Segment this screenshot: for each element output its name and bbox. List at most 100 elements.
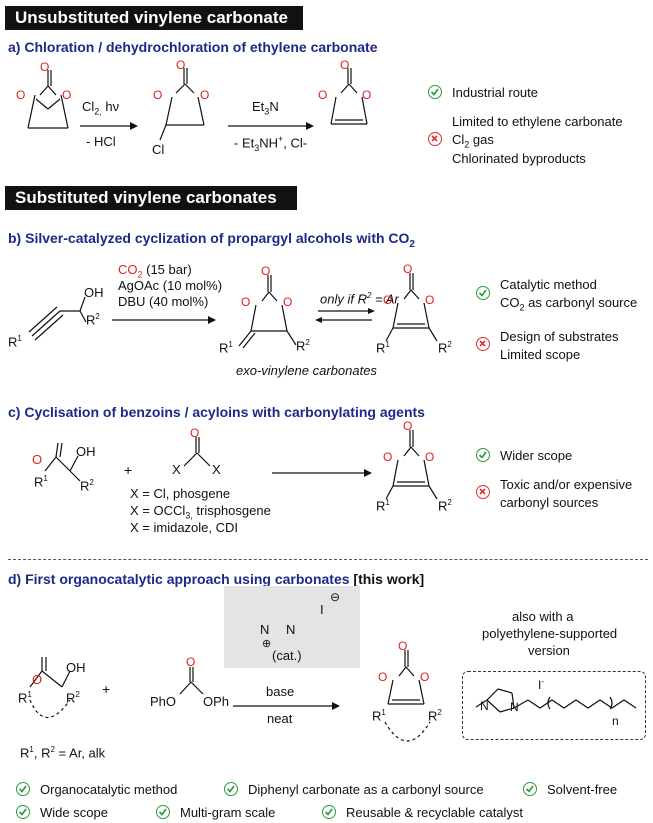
carbonyl-o-label-d2: O <box>186 655 196 669</box>
condition-co2: CO2 (15 bar) <box>118 262 192 280</box>
ring-o-left-b2: O <box>383 293 393 307</box>
step1-conditions-bottom: - HCl <box>86 134 116 149</box>
step2-conditions-top: Et3N <box>252 99 279 117</box>
neat-label: neat <box>267 711 293 726</box>
oh-label-c: OH <box>76 444 96 459</box>
ring-o-right-c: O <box>425 450 435 464</box>
ring-o-left-b: O <box>241 295 251 309</box>
carbonyl-o-label-2: O <box>176 58 186 72</box>
r2-label-c3: R2 <box>438 498 452 514</box>
iodide-label: I <box>320 602 324 617</box>
ring-o-right-label-2: O <box>200 88 210 102</box>
pe-note-1: also with a <box>512 609 574 624</box>
check-icon <box>428 85 442 99</box>
con-a-3: Chlorinated byproducts <box>452 151 586 166</box>
substituted-vinylene-carbonate-structure <box>385 273 438 342</box>
carbonyl-o-label-c2: O <box>190 426 200 440</box>
carbonyl-o-label-c3: O <box>403 419 413 433</box>
ring-o-left-d: O <box>378 670 388 684</box>
vinylene-carbonate-structure <box>330 68 368 125</box>
n-left-label: N <box>260 622 270 637</box>
ring-o-right-label-3: O <box>362 88 372 102</box>
carbonyl-o-label-d3: O <box>398 639 408 653</box>
check-icon <box>476 448 490 462</box>
x-right-label: X <box>212 462 221 477</box>
pe-n-subscript: n <box>612 714 619 728</box>
check-icon <box>224 782 238 796</box>
r1-label-c3: R1 <box>376 498 390 514</box>
r1-label-d3: R1 <box>372 708 386 724</box>
check-icon <box>16 805 30 819</box>
pho-label: PhO <box>150 694 177 709</box>
ring-o-right-label: O <box>62 88 72 102</box>
minus-charge-icon: ⊖ <box>330 590 341 604</box>
n-right-label: N <box>286 622 296 637</box>
pe-n-left: N <box>480 699 489 713</box>
feature-4: Wide scope <box>40 805 108 820</box>
chloroethylene-carbonate-structure <box>159 68 205 141</box>
check-icon <box>16 782 30 796</box>
oh-label-d: OH <box>66 660 86 675</box>
oph-label: OPh <box>203 694 230 709</box>
pe-note-3: version <box>528 643 570 658</box>
pe-note-2: polyethylene-supported <box>482 626 618 641</box>
plus-d: + <box>102 681 111 697</box>
r2-label-b: R2 <box>296 338 310 354</box>
cross-icon <box>476 485 490 499</box>
carbonyl-o-label-b: O <box>261 264 271 278</box>
con-a-2: Cl2 gas <box>452 132 494 150</box>
check-icon <box>156 805 170 819</box>
exo-vinylene-carbonate-structure <box>238 275 297 349</box>
base-label: base <box>266 684 295 699</box>
con-a-1: Limited to ethylene carbonate <box>452 114 623 129</box>
r1-label-d: R1 <box>18 690 32 706</box>
section-a-heading: a) Chloration / dehydrochloration of eth… <box>8 39 378 55</box>
pe-supported-catalyst-structure <box>475 688 637 713</box>
section-divider <box>8 559 648 560</box>
pro-b-2: CO2 as carbonyl source <box>500 295 638 313</box>
cross-icon <box>428 132 442 146</box>
product-c-structure <box>385 430 438 500</box>
propargyl-alcohol-structure <box>28 296 87 341</box>
catalyst-box <box>224 586 360 668</box>
r1-label-b: R1 <box>219 340 233 356</box>
r1-label-b2: R1 <box>376 340 390 356</box>
r2-label-c: R2 <box>80 478 94 494</box>
r2-label-b2: R2 <box>438 340 452 356</box>
oh-label: OH <box>84 285 104 300</box>
acyloin-structure <box>44 442 81 482</box>
pro-a-1: Industrial route <box>452 85 538 100</box>
cross-icon <box>476 337 490 351</box>
ring-o-right-d: O <box>420 670 430 684</box>
carbonyl-o-label-c: O <box>32 452 43 467</box>
pe-n-right: N <box>510 700 519 714</box>
ring-o-right-b: O <box>283 295 293 309</box>
banner-substituted: Substituted vinylene carbonates <box>5 186 297 210</box>
r2-label: R2 <box>86 312 100 328</box>
section-d-heading: d) First organocatalytic approach using … <box>8 571 425 587</box>
con-c-2: carbonyl sources <box>500 495 599 510</box>
carbonyl-o-label: O <box>40 60 50 74</box>
x-option-2: X = OCCl3, trisphosgene <box>130 503 271 521</box>
r1-label: R1 <box>8 334 22 350</box>
condition-dbu: DBU (40 mol%) <box>118 294 209 309</box>
section-b-heading: b) Silver-catalyzed cyclization of propa… <box>8 230 415 250</box>
con-b-2: Limited scope <box>500 347 581 362</box>
catalyst-label: (cat.) <box>272 648 302 663</box>
ring-o-right-b2: O <box>425 293 435 307</box>
banner-unsubstituted: Unsubstituted vinylene carbonate <box>5 6 303 30</box>
ring-o-left-label-2: O <box>153 88 163 102</box>
check-icon <box>322 805 336 819</box>
carbonyl-o-label-3: O <box>340 58 350 72</box>
ethylene-carbonate-structure <box>27 70 69 129</box>
pe-supported-box <box>462 671 646 740</box>
acyloin-d-structure <box>29 657 71 718</box>
exo-caption: exo-vinylene carbonates <box>236 363 377 378</box>
ring-o-left-label: O <box>16 88 26 102</box>
feature-2: Diphenyl carbonate as a carbonyl source <box>248 782 484 797</box>
feature-3: Solvent-free <box>547 782 618 797</box>
r1-label-c: R1 <box>34 474 48 490</box>
pe-iodide: I- <box>538 677 545 692</box>
r2-label-d3: R2 <box>428 708 442 724</box>
